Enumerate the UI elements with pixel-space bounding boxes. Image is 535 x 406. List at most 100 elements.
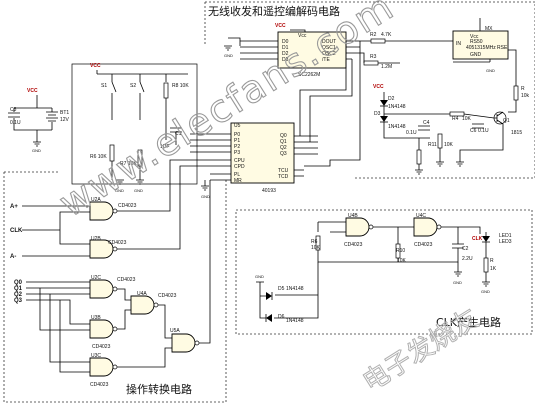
switch-s1 <box>111 81 117 120</box>
r6-label: R6 10K <box>90 154 107 160</box>
encoder-vcc-label: VCC <box>275 23 286 29</box>
bt1-ref: BT1 <box>60 110 69 116</box>
gate-u3b-part: CD4023 <box>92 344 111 350</box>
c3-ref: C3 <box>10 107 17 113</box>
switch-gnd-icon-1 <box>116 179 124 185</box>
led1-part: LED3 <box>499 239 512 245</box>
gate-u2b-bubble <box>112 246 118 252</box>
counter-tc-wires <box>294 169 304 177</box>
battery-gnd-icon <box>33 141 41 147</box>
encoder-gnd-label: GND <box>224 53 233 58</box>
d3-ref: D3 <box>374 111 381 117</box>
encoder-sc2262m-body <box>277 31 347 69</box>
gate-u3b-bubble <box>112 326 118 332</box>
encoder-part: SC2262M <box>298 72 320 78</box>
encoder-pin-d1: D1 <box>282 45 289 51</box>
counter-pin-q0: Q0 <box>280 133 287 139</box>
gate-u4a-part: CD4023 <box>158 293 177 299</box>
receiver-r-top-ref: R <box>521 86 525 92</box>
r11-gnd <box>436 148 444 167</box>
receiver-ref: MX <box>485 26 493 32</box>
receiver-r-top-value: 10k <box>521 93 530 99</box>
encoder-pin-osc2: OSC2 <box>322 51 336 57</box>
clk-c2-value: 2.2U <box>462 256 473 262</box>
switch-wires-bottom <box>111 98 177 180</box>
r5-symbol <box>416 149 422 165</box>
clk-gnd-label-left: GND <box>255 274 264 279</box>
counter-pin-cpd: CPD <box>234 164 245 170</box>
switch-gnd-label-2: GND <box>134 188 143 193</box>
q1-part: 1815 <box>511 130 522 136</box>
logic-internal-wires <box>117 180 211 368</box>
r2-symbol <box>370 38 386 44</box>
counter-pin-q2: Q2 <box>280 145 287 151</box>
d3-part: 1N4148 <box>388 124 406 130</box>
counter-pin-mr: MR <box>234 178 242 184</box>
r5-wires <box>415 138 423 175</box>
r11-symbol <box>437 133 443 149</box>
switch-s2 <box>139 81 145 120</box>
input-q1: Q1 <box>14 286 23 292</box>
clk-d5-ref: D5 <box>278 286 285 292</box>
gate-u5a <box>171 333 196 353</box>
gate-u2a <box>89 201 114 221</box>
battery-wire-bottom <box>13 118 53 142</box>
clk-d6-symbol <box>266 314 272 322</box>
gate-u4b-part: CD4023 <box>344 242 363 248</box>
battery-symbol <box>46 111 58 122</box>
r3-ref: R3 <box>370 54 377 60</box>
gate-u3c-part: CD4023 <box>90 382 109 388</box>
gate-u3b-ref: U3B <box>91 315 101 321</box>
counter-pin-q3: Q3 <box>280 151 287 157</box>
counter-pin-p2: P2 <box>234 144 240 150</box>
input-a-plus-1: A+ <box>10 204 18 210</box>
led-resistor-ref: R <box>490 258 494 264</box>
clk-d5-symbol <box>266 292 272 300</box>
gate-u4c-ref: U4C <box>416 213 426 219</box>
counter-gnd-icon <box>201 180 209 191</box>
d2-vcc-label: VCC <box>373 84 384 90</box>
clk-d5-part: 1N4148 <box>286 286 304 292</box>
r2-value: 4.7K <box>381 32 392 38</box>
gate-u2c <box>89 279 114 299</box>
gate-u5a-ref: U5A <box>170 328 180 334</box>
gate-u2a-bubble <box>112 208 118 214</box>
led1-ref: LED1 <box>499 233 512 239</box>
battery-gnd-label: GND <box>32 148 41 153</box>
clk-r6-ref: R6 <box>311 239 318 245</box>
r11-value: 10K <box>444 142 454 148</box>
gate-u4c-bubble <box>436 224 442 230</box>
input-q0: Q0 <box>14 280 23 286</box>
encoder-pin-vcc: Vcc <box>298 33 307 39</box>
counter-output-wires <box>294 135 318 155</box>
clk-section-border <box>235 209 533 335</box>
gate-u4a <box>130 295 155 315</box>
counter-gnd-label: GND <box>201 194 210 199</box>
clk-diode-wires <box>274 262 319 319</box>
gate-u5a-bubble <box>194 340 200 346</box>
clk-output-label: CLK <box>472 236 483 242</box>
encoder-to-counter-wires <box>299 41 353 142</box>
receiver-pin-in: IN <box>456 41 461 47</box>
gate-u4c-part: CD4023 <box>414 242 433 248</box>
led-gnd-label: GND <box>481 289 490 294</box>
input-q2: Q2 <box>14 292 23 298</box>
s1-ref: S1 <box>101 83 107 89</box>
counter-part: 40193 <box>262 188 276 194</box>
wireless-section-title: 无线收发和遥控编解码电路 <box>208 4 340 18</box>
encoder-input-wires <box>240 40 278 60</box>
switch-vcc-label: VCC <box>90 63 101 69</box>
battery-wire-top <box>13 95 53 112</box>
receiver-gnd-wire <box>453 59 491 63</box>
gate-u4c <box>413 217 438 237</box>
c4-symbol <box>418 125 430 131</box>
receiver-gnd-label: GND <box>486 68 495 73</box>
c6-ref: C6 <box>470 128 477 134</box>
d3-symbol <box>380 116 388 122</box>
clk-diode-left <box>256 281 266 319</box>
gate-u2c-ref: U2C <box>91 275 101 281</box>
r4-value: 10K <box>462 116 472 122</box>
receiver-pin-gnd: GND <box>470 52 482 58</box>
c4-value: 0.1U <box>406 130 417 136</box>
